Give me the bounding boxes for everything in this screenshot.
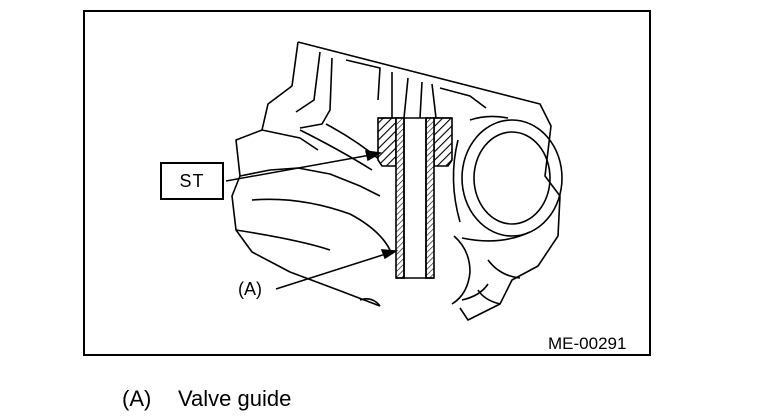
a-callout-label: (A) xyxy=(238,279,262,299)
legend-row: (A) Valve guide xyxy=(122,386,291,412)
st-callout-label: ST xyxy=(179,170,205,191)
figure-code: ME-00291 xyxy=(548,334,627,353)
st-callout-box: ST xyxy=(160,162,224,200)
legend-text: Valve guide xyxy=(178,386,292,411)
legend-key: (A) xyxy=(122,386,152,411)
